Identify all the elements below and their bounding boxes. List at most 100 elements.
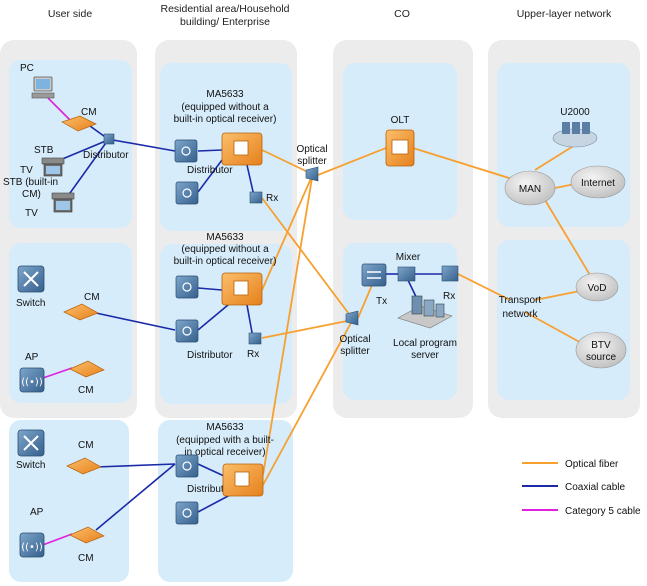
splitter-box-icon[interactable]	[175, 501, 199, 525]
coax-distributor-ma3-b	[197, 494, 231, 513]
panel-transport	[497, 240, 630, 400]
rx-receiver-icon[interactable]	[248, 332, 262, 345]
fiber-man-u2000	[534, 144, 576, 171]
fiber-rx1-splitter2	[261, 197, 353, 319]
coax-cm-distributor-2	[95, 312, 176, 331]
stb-builtin-label-1: STB (built-in	[3, 177, 58, 188]
tx-label: Tx	[376, 296, 387, 307]
header-co: CO	[394, 8, 410, 20]
optical-splitter-label-2b: splitter	[340, 346, 370, 357]
internet-label: Internet	[581, 178, 615, 189]
stb-builtin-cm-icon[interactable]	[51, 192, 75, 213]
ma2-title-1: MA5633	[206, 232, 244, 243]
switch-label-1: Switch	[16, 298, 45, 309]
cm-modem-icon[interactable]	[63, 303, 99, 321]
fiber-rx-transport	[457, 273, 511, 301]
distributor-label-1: Distributor	[83, 150, 129, 161]
man-cloud-icon[interactable]	[504, 170, 556, 206]
u2000-server-icon[interactable]	[552, 122, 598, 148]
ma1-title-3: built-in optical receiver)	[174, 114, 277, 125]
category5-cables	[39, 97, 73, 547]
man-label: MAN	[519, 184, 541, 195]
cat5-ap-cm-1	[39, 367, 73, 380]
coax-distributor-ma2-b	[197, 287, 223, 291]
btv-label-2: source	[586, 352, 616, 363]
distributor-label-2: Distributor	[187, 165, 233, 176]
rx-receiver-icon[interactable]	[441, 265, 459, 282]
ma2-title-2: (equipped without a	[181, 244, 269, 255]
header-residential-line2: building/ Enterprise	[180, 16, 270, 28]
panel-user-home	[9, 60, 132, 228]
coax-ma2-rx	[246, 304, 254, 339]
coax-stb-distributor	[59, 139, 109, 161]
svg-text:((•)): ((•))	[21, 377, 43, 388]
ap-wireless-icon[interactable]: ((•))	[19, 367, 45, 393]
splitter-box-icon[interactable]	[175, 454, 199, 478]
switch-label-2: Switch	[16, 460, 45, 471]
transport-label-2: network	[502, 309, 538, 320]
rx-receiver-icon[interactable]	[249, 191, 263, 204]
ma1-title-1: MA5633	[206, 89, 244, 100]
optical-splitter-label-2a: Optical	[339, 334, 370, 345]
tv-label-1: TV	[20, 165, 33, 176]
fiber-ma1-splitter1	[261, 149, 313, 175]
local-program-server-icon[interactable]	[397, 295, 453, 329]
cat5-ap-cm-2	[39, 533, 73, 547]
cm-modem-icon[interactable]	[69, 526, 105, 544]
vod-cloud-icon[interactable]	[575, 272, 619, 302]
u2000-label: U2000	[560, 107, 590, 118]
coax-stbcm-distributor	[64, 139, 109, 201]
fiber-transport-vod	[534, 289, 586, 301]
fiber-ma2-splitter1	[261, 175, 313, 291]
pc-icon[interactable]	[31, 76, 55, 99]
ma5633-unit-3-icon[interactable]	[222, 463, 264, 497]
ap-wireless-icon[interactable]: ((•))	[19, 532, 45, 558]
internet-cloud-icon[interactable]	[570, 165, 626, 199]
btv-source-cloud-icon[interactable]	[575, 331, 627, 369]
btv-label-1: BTV	[591, 340, 611, 351]
ma5633-unit-1-icon[interactable]	[221, 132, 263, 166]
mixer-icon[interactable]	[397, 266, 416, 282]
coax-cm-distributor-3	[95, 463, 176, 468]
ma3-title-1: MA5633	[206, 422, 244, 433]
tx-transmitter-icon[interactable]	[361, 263, 387, 287]
cm-modem-icon[interactable]	[69, 360, 105, 378]
splitter-box-icon[interactable]	[174, 139, 198, 163]
legend-cat5-label: Category 5 cable	[565, 506, 641, 517]
fiber-transport-btv	[524, 311, 586, 346]
legend-fiber-label: Optical fiber	[565, 459, 619, 470]
vod-label: VoD	[588, 283, 607, 294]
splitter-box-icon[interactable]	[175, 319, 199, 343]
switch-icon[interactable]	[17, 429, 45, 457]
distributor-icon[interactable]	[103, 133, 115, 145]
rx-label-2: Rx	[247, 349, 259, 360]
cm-label-5: CM	[78, 553, 94, 564]
legend-coax-label: Coaxial cable	[565, 482, 625, 493]
optical-splitter-label-1b: splitter	[297, 156, 327, 167]
cm-label-2: CM	[84, 292, 100, 303]
distributor-label-4: Distributor	[187, 484, 233, 495]
stb-icon[interactable]	[41, 157, 65, 177]
splitter-box-icon[interactable]	[175, 275, 199, 299]
optical-fibers	[261, 144, 597, 486]
ma1-title-2: (equipped without a	[181, 102, 269, 113]
ap-label-1: AP	[25, 352, 39, 363]
optical-splitter-icon[interactable]	[345, 310, 359, 326]
coax-splitter2-ma1	[197, 159, 223, 193]
coax-splitter-ma1	[197, 149, 223, 152]
optical-splitter-icon[interactable]	[305, 166, 319, 182]
ma5633-unit-2-icon[interactable]	[221, 272, 263, 306]
olt-icon[interactable]	[385, 129, 415, 167]
stb-builtin-label-2: CM)	[22, 189, 41, 200]
splitter-box-icon[interactable]	[175, 181, 199, 205]
cm-modem-icon[interactable]	[66, 457, 102, 475]
fiber-rx2-splitter2	[261, 319, 353, 339]
mixer-label: Mixer	[396, 252, 421, 263]
fiber-man-vod	[544, 199, 597, 286]
fiber-splitter2-tx	[357, 284, 373, 319]
coax-distributor-ma3-a	[197, 463, 225, 477]
switch-icon[interactable]	[17, 265, 45, 293]
ma3-title-2: (equipped with a built-	[176, 435, 274, 446]
cm-modem-icon[interactable]	[61, 115, 97, 132]
fiber-ma3-splitter1	[262, 177, 313, 476]
